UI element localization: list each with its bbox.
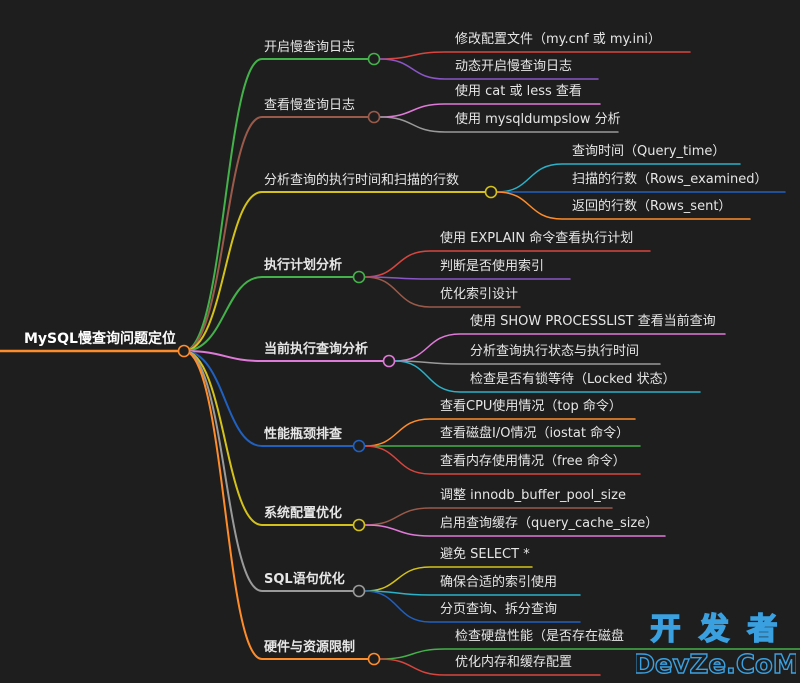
site-watermark: 开 发 者 DevZe.CoM <box>633 611 800 681</box>
child-connector <box>394 360 661 365</box>
branch-label[interactable]: 硬件与资源限制 <box>264 640 356 655</box>
child-connector <box>379 51 691 60</box>
child-label[interactable]: 检查是否有锁等待（Locked 状态） <box>470 372 676 387</box>
branch-node-toggle[interactable] <box>352 518 366 532</box>
child-label[interactable]: 查询时间（Query_time） <box>572 144 726 159</box>
branch-node-toggle[interactable] <box>367 110 381 124</box>
child-label[interactable]: 检查硬盘性能（是否存在磁盘 <box>455 629 625 644</box>
child-connector <box>364 507 613 526</box>
child-label[interactable]: 查看CPU使用情况（top 命令） <box>440 399 622 414</box>
child-label[interactable]: 修改配置文件（my.cnf 或 my.ini） <box>455 32 661 47</box>
child-label[interactable]: 查看内存使用情况（free 命令） <box>440 454 626 469</box>
branch-connector <box>183 350 354 526</box>
root-node-label[interactable]: MySQL慢查询问题定位 <box>24 331 176 347</box>
child-connector <box>379 658 601 676</box>
child-connector <box>364 590 581 596</box>
branch-connector <box>183 350 369 660</box>
branch-label[interactable]: SQL语句优化 <box>264 572 345 587</box>
child-connector <box>496 191 751 220</box>
branch-node-toggle[interactable] <box>382 354 396 368</box>
child-connector <box>364 276 571 280</box>
child-label[interactable]: 使用 cat 或 less 查看 <box>455 84 582 99</box>
branch-connector <box>183 350 354 447</box>
child-connector <box>364 418 636 447</box>
branch-label[interactable]: 分析查询的执行时间和扫描的行数 <box>264 173 460 188</box>
child-connector <box>394 333 726 362</box>
child-connector <box>379 648 800 660</box>
child-label[interactable]: 优化内存和缓存配置 <box>455 655 573 670</box>
branch-node-toggle[interactable] <box>367 52 381 66</box>
branch-node-toggle[interactable] <box>352 584 366 598</box>
branch-connector <box>183 276 354 352</box>
child-connector <box>379 103 601 118</box>
child-label[interactable]: 返回的行数（Rows_sent） <box>572 199 732 214</box>
child-connector <box>394 360 701 393</box>
child-label[interactable]: 动态开启慢查询日志 <box>455 59 573 74</box>
child-label[interactable]: 查看磁盘I/O情况（iostat 命令） <box>440 426 630 441</box>
child-connector <box>379 116 619 133</box>
child-label[interactable]: 分页查询、拆分查询 <box>440 602 558 617</box>
branch-label[interactable]: 当前执行查询分析 <box>264 342 369 357</box>
child-label[interactable]: 调整 innodb_buffer_pool_size <box>440 488 626 503</box>
child-label[interactable]: 启用查询缓存（query_cache_size） <box>440 516 659 531</box>
branch-label[interactable]: 开启慢查询日志 <box>264 40 356 55</box>
child-connector <box>379 58 599 80</box>
child-connector <box>364 445 641 475</box>
branch-connector <box>183 350 354 592</box>
child-label[interactable]: 判断是否使用索引 <box>440 259 545 274</box>
branch-connector <box>183 116 369 352</box>
child-label[interactable]: 使用 mysqldumpslow 分析 <box>455 112 621 127</box>
watermark-line-2: DevZe.CoM <box>636 650 796 679</box>
child-label[interactable]: 扫描的行数（Rows_examined） <box>572 172 768 187</box>
child-label[interactable]: 分析查询执行状态与执行时间 <box>470 344 640 359</box>
branch-label[interactable]: 执行计划分析 <box>264 258 343 273</box>
child-label[interactable]: 优化索引设计 <box>440 287 519 302</box>
child-connector <box>364 276 521 308</box>
branch-label[interactable]: 系统配置优化 <box>264 506 343 521</box>
branch-label[interactable]: 性能瓶颈排查 <box>264 427 343 442</box>
child-label[interactable]: 使用 EXPLAIN 命令查看执行计划 <box>440 231 634 246</box>
branch-node-toggle[interactable] <box>484 185 498 199</box>
branch-node-toggle[interactable] <box>367 652 381 666</box>
child-connector <box>364 566 533 592</box>
branch-node-toggle[interactable] <box>352 439 366 453</box>
branch-node-toggle[interactable] <box>352 270 366 284</box>
branch-connector <box>183 191 486 352</box>
branch-label[interactable]: 查看慢查询日志 <box>264 98 356 113</box>
watermark-line-1: 开 发 者 <box>651 612 782 647</box>
child-label[interactable]: 使用 SHOW PROCESSLIST 查看当前查询 <box>470 314 716 329</box>
child-connector <box>364 590 581 623</box>
root-node-toggle[interactable] <box>177 344 191 358</box>
child-label[interactable]: 确保合适的索引使用 <box>440 575 558 590</box>
child-label[interactable]: 避免 SELECT * <box>440 547 530 562</box>
child-connector <box>364 524 666 537</box>
child-connector <box>496 163 741 193</box>
branch-connector <box>183 350 384 362</box>
branch-connector <box>183 58 369 352</box>
child-connector <box>364 250 651 278</box>
